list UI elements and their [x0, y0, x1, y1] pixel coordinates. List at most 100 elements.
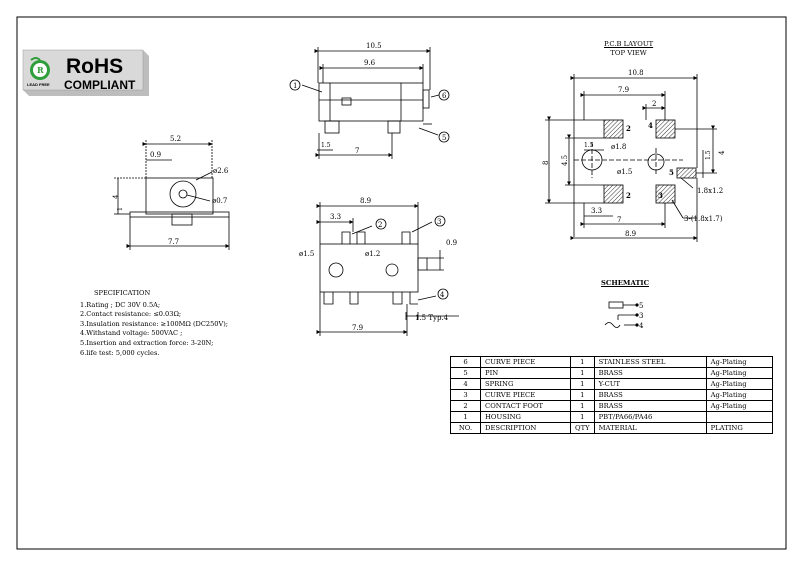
- side-dim-length: 7.7: [168, 238, 179, 246]
- bom-header-qty: QTY: [570, 422, 595, 434]
- top-dim-width: 8.9: [360, 197, 371, 205]
- pcb-dim-right-small: 1.5: [705, 150, 712, 160]
- bom-desc: HOUSING: [480, 411, 571, 423]
- bom-material: BRASS: [593, 400, 707, 412]
- pcb-dim-hole-small: ø1.5: [617, 168, 632, 176]
- bom-plating: [705, 411, 773, 423]
- bom-desc: CONTACT FOOT: [480, 400, 571, 412]
- rohs-badge-letter: R: [37, 65, 44, 75]
- pcb-title: P.C.B LAYOUT: [604, 40, 654, 48]
- bom-material: Y-CUT: [593, 378, 707, 390]
- pcb-dim-pad-size: 1.8x1.2: [697, 187, 723, 195]
- pcb-dim-overall: 10.8: [628, 69, 644, 77]
- pcb-subtitle: TOP VIEW: [610, 49, 647, 57]
- bom-qty: 1: [570, 356, 595, 368]
- table-row: 1 HOUSING 1 PBT/PA66/PA46: [450, 411, 773, 423]
- pcb-dim-bottom-mid: 7: [617, 216, 621, 224]
- pcb-dim-pad-span: 7.9: [618, 86, 629, 94]
- bom-desc: CURVE PIECE: [480, 356, 571, 368]
- bom-no: 2: [450, 400, 481, 412]
- front-dim-pins: 7: [355, 147, 359, 155]
- pcb-dim-pad-gap: 2: [652, 100, 656, 108]
- pcb-title-block: P.C.B LAYOUT TOP VIEW: [604, 40, 653, 58]
- specification-title: SPECIFICATION: [94, 289, 151, 297]
- spec-line: 2.Contact resistance: ≤0.03Ω;: [80, 310, 182, 319]
- top-dim-hole-mid: ø1.2: [365, 250, 380, 258]
- table-row: 2 CONTACT FOOT 1 BRASS Ag-Plating: [450, 400, 773, 412]
- pcb-dim-hole-big: ø1.8: [611, 143, 626, 151]
- top-dim-typ: 1.5 Typ.4: [415, 314, 449, 322]
- side-view: [114, 140, 230, 250]
- side-dim-hole-outer: ø2.6: [213, 167, 229, 175]
- schematic-pin-5: 5: [639, 302, 643, 310]
- bom-desc: SPRING: [480, 378, 571, 390]
- bom-plating: Ag-Plating: [705, 378, 773, 390]
- front-callout-1: 1: [293, 82, 297, 90]
- front-view: [289, 47, 450, 159]
- spec-line: 4.Withstand voltage: 500VAC ;: [80, 329, 183, 338]
- front-dim-body: 9.6: [364, 59, 376, 67]
- bom-desc: PIN: [480, 367, 571, 379]
- pcb-dim-bottom-total: 8.9: [625, 230, 636, 238]
- schematic-title: SCHEMATIC: [601, 279, 649, 287]
- front-callout-6: 6: [442, 92, 447, 100]
- top-callout-3: 3: [437, 218, 441, 226]
- bom-no: 5: [450, 367, 481, 379]
- bill-of-materials: 6 CURVE PIECE 1 STAINLESS STEEL Ag-Plati…: [450, 356, 773, 434]
- bom-plating: Ag-Plating: [705, 367, 773, 379]
- bom-qty: 1: [570, 411, 595, 423]
- bom-header-plating: PLATING: [705, 422, 773, 434]
- bom-header-desc: DESCRIPTION: [480, 422, 571, 434]
- schematic-pin-3: 3: [639, 312, 643, 320]
- sheet-border: [16, 16, 787, 550]
- bom-material: PBT/PA66/PA46: [593, 411, 707, 423]
- pcb-pad-4: 4: [648, 121, 653, 130]
- pcb-dim-small-left: 1.5: [584, 142, 594, 149]
- spec-line: 3.Insulation resistance: ≥100MΩ (DC250V)…: [80, 319, 229, 328]
- pcb-pad-2a: 2: [626, 124, 631, 133]
- bom-qty: 1: [570, 389, 595, 401]
- side-dim-foot: 1: [117, 207, 124, 211]
- schematic-pin-4: 4: [639, 322, 644, 330]
- pcb-dim-right-h: 4: [718, 150, 726, 155]
- pcb-dim-hole-h: 4.5: [561, 155, 569, 166]
- spec-line: 1.Rating ; DC 30V 0.5A;: [80, 300, 161, 309]
- rohs-title: RoHS: [66, 55, 124, 78]
- top-dim-right: 0.9: [446, 239, 457, 247]
- side-dim-offset: 0.9: [150, 151, 161, 159]
- bom-material: STAINLESS STEEL: [593, 356, 707, 368]
- top-callout-4: 4: [440, 291, 445, 299]
- pcb-pad-5: 5: [669, 168, 674, 177]
- top-dim-left: 3.3: [330, 213, 341, 221]
- top-dim-bottom: 7.9: [352, 324, 363, 332]
- pcb-layout: [545, 74, 717, 242]
- bom-qty: 1: [570, 367, 595, 379]
- bom-qty: 1: [570, 400, 595, 412]
- bom-no: 1: [450, 411, 481, 423]
- side-dim-height: 4: [112, 194, 120, 199]
- top-dim-hole-left: ø1.5: [299, 250, 314, 258]
- schematic-symbol: [604, 301, 639, 328]
- rohs-logo-graphic: [22, 49, 149, 96]
- spec-line: 5.Insertion and extraction force: 3-20N;: [80, 338, 214, 347]
- bom-material: BRASS: [593, 367, 707, 379]
- table-header-row: NO. DESCRIPTION QTY MATERIAL PLATING: [450, 422, 773, 434]
- spec-line: 6.life test: 5,000 cycles.: [80, 348, 160, 357]
- side-dim-top: 5.2: [170, 135, 181, 143]
- front-callout-5: 5: [442, 134, 446, 142]
- bom-material: BRASS: [593, 389, 707, 401]
- bom-plating: Ag-Plating: [705, 356, 773, 368]
- front-dim-overall: 10.5: [366, 42, 382, 50]
- pcb-dim-bottom-left: 3.3: [591, 207, 602, 215]
- pcb-dim-pad-size2: 3-(1.8x1.7): [684, 215, 723, 223]
- table-row: 6 CURVE PIECE 1 STAINLESS STEEL Ag-Plati…: [450, 356, 773, 368]
- top-view: [316, 202, 459, 336]
- lead-free-label: LEAD FREE: [27, 82, 50, 87]
- specification-block: SPECIFICATION 1.Rating ; DC 30V 0.5A; 2.…: [80, 289, 228, 358]
- table-row: 5 PIN 1 BRASS Ag-Plating: [450, 367, 773, 379]
- pcb-pad-3: 3: [658, 191, 663, 200]
- bom-qty: 1: [570, 378, 595, 390]
- bom-plating: Ag-Plating: [705, 400, 773, 412]
- bom-header-no: NO.: [450, 422, 481, 434]
